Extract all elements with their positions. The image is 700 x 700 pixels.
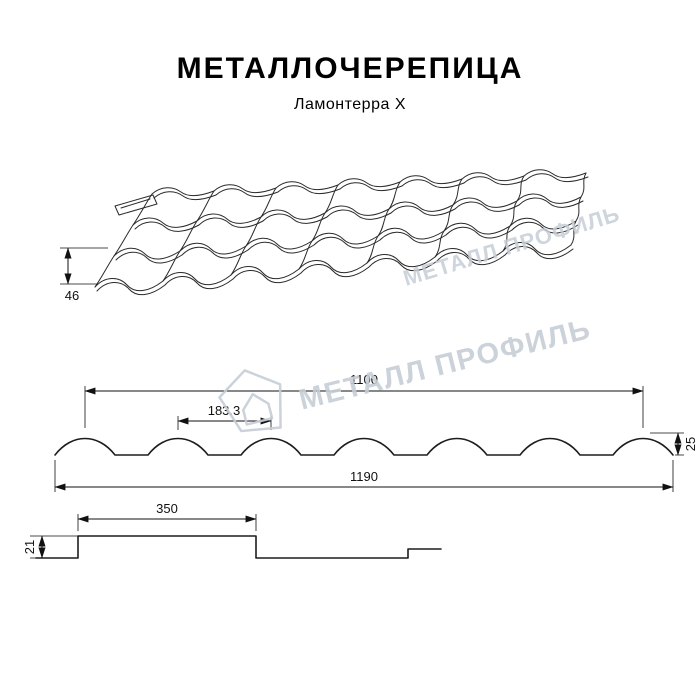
dimension-350-label: 350 (156, 501, 178, 516)
dimension-1190-label: 1190 (350, 469, 378, 484)
tile-row-top-edge (151, 169, 587, 197)
tile-row-bottom-echo (96, 246, 574, 296)
dimension-1190: 1190 (54, 460, 674, 492)
step-profile-line (35, 535, 442, 559)
dimension-183-3-label: 183.3 (208, 403, 241, 418)
tile-row-bottom-edge (94, 242, 572, 292)
tile-row-top-echo (153, 173, 589, 201)
dimension-21-label: 21 (22, 540, 37, 554)
dimension-25: 25 (650, 432, 698, 456)
dimension-46: 46 (60, 247, 108, 303)
dimension-21: 21 (22, 535, 78, 559)
tile-row-1-echo (115, 221, 579, 264)
tile-row-2-echo (134, 197, 584, 232)
page-subtitle: Ламонтерра X (294, 96, 406, 113)
step-profile-drawing: 21 350 (22, 501, 442, 559)
dimension-46-label: 46 (65, 288, 79, 303)
profile-wave-line (54, 437, 674, 456)
dimension-350: 350 (77, 501, 257, 531)
tile-row-1 (113, 217, 577, 260)
page-title: МЕТАЛЛОЧЕРЕПИЦА (176, 52, 524, 85)
watermark-upper: МЕТАЛЛ ПРОФИЛЬ (400, 201, 623, 291)
watermark-lower: МЕТАЛЛ ПРОФИЛЬ (218, 313, 594, 433)
dimension-1100-label: 1100 (350, 372, 378, 387)
metall-profil-logo-icon (218, 369, 282, 433)
tile-row-2 (132, 193, 582, 228)
dimension-1100: 1100 (84, 372, 644, 428)
tile-perspective-drawing: 46 (60, 169, 589, 303)
watermark-upper-text: МЕТАЛЛ ПРОФИЛЬ (400, 201, 623, 291)
dimension-25-label: 25 (683, 437, 698, 451)
tile-wave-columns (94, 172, 587, 288)
tile-mounting-strip (114, 194, 158, 216)
watermark-lower-text: МЕТАЛЛ ПРОФИЛЬ (296, 313, 594, 417)
drawing-header: МЕТАЛЛОЧЕРЕПИЦА Ламонтерра X (0, 52, 700, 114)
